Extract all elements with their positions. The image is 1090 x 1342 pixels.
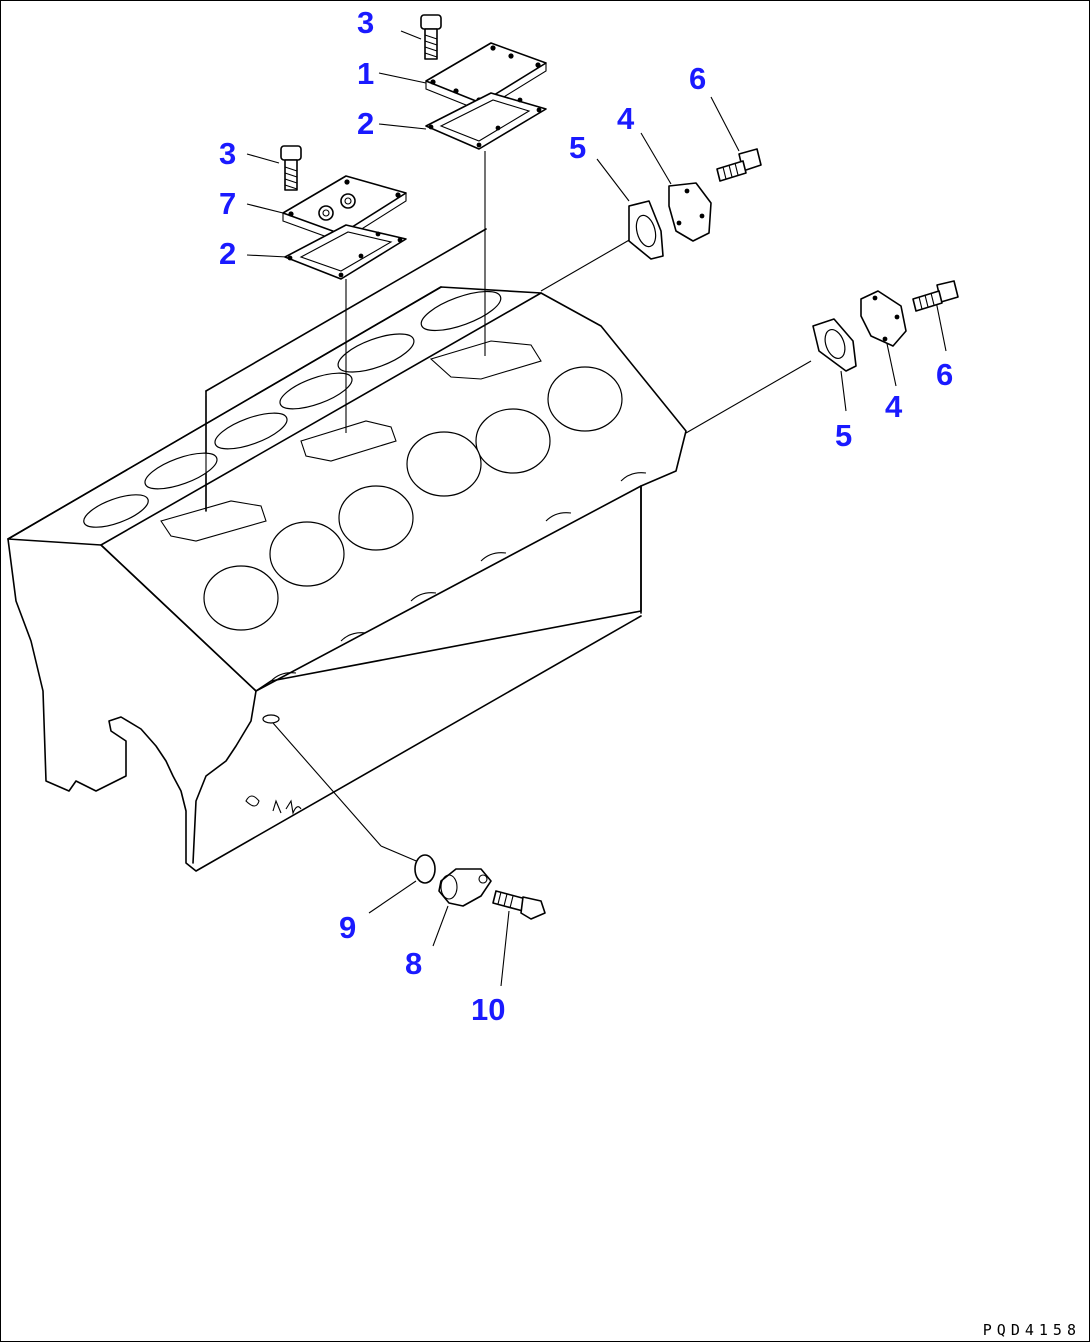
plug-9 (414, 854, 436, 884)
cylinder-bore (475, 408, 551, 474)
gasket-5-right (812, 318, 857, 372)
drawing-code: PQD4158 (982, 1321, 1081, 1339)
cover-1 (425, 42, 547, 112)
cover-plate-4-top (668, 182, 712, 242)
callout-5-top: 5 (569, 130, 586, 165)
callout-6-top: 6 (689, 61, 706, 96)
callout-10: 10 (471, 992, 505, 1027)
cylinder-bore (547, 366, 623, 432)
block-top-deck (7, 286, 687, 692)
callout-8: 8 (405, 946, 422, 981)
cover-recess-1 (429, 340, 542, 380)
callout-numbers: 3 1 2 3 7 2 5 4 6 6 4 5 9 8 10 (219, 5, 953, 1027)
cover-recess-3 (160, 500, 267, 542)
callout-2-mid: 2 (219, 236, 236, 271)
cylinder-bore (269, 521, 345, 587)
gasket-5-top (628, 200, 664, 260)
bolt-3-top (420, 14, 442, 60)
callout-5-right: 5 (835, 418, 852, 453)
callout-1: 1 (357, 56, 374, 91)
cover-plate-4-right (860, 290, 907, 347)
cover-recess-2 (300, 420, 397, 462)
bolt-6-top (716, 148, 762, 182)
cylinder-bore (203, 565, 279, 631)
cylinder-bore (406, 431, 482, 497)
cover-8 (438, 868, 492, 907)
bolt-3-mid (280, 145, 302, 191)
block-front-face (7, 538, 642, 872)
gasket-2-top (425, 92, 547, 150)
bolt-10 (492, 890, 546, 920)
bolt-6-right (912, 280, 959, 312)
callout-6-right: 6 (936, 357, 953, 392)
callout-4-right: 4 (885, 389, 903, 424)
callout-4-top: 4 (617, 101, 635, 136)
callout-3-top: 3 (357, 5, 374, 40)
callout-2-top: 2 (357, 106, 374, 141)
callout-3-mid: 3 (219, 136, 236, 171)
cylinder-bore (338, 485, 414, 551)
engine-block (7, 228, 687, 872)
gasket-2-mid (284, 224, 407, 280)
callout-9: 9 (339, 910, 356, 945)
callout-7: 7 (219, 186, 236, 221)
leader-lines (205, 30, 947, 987)
